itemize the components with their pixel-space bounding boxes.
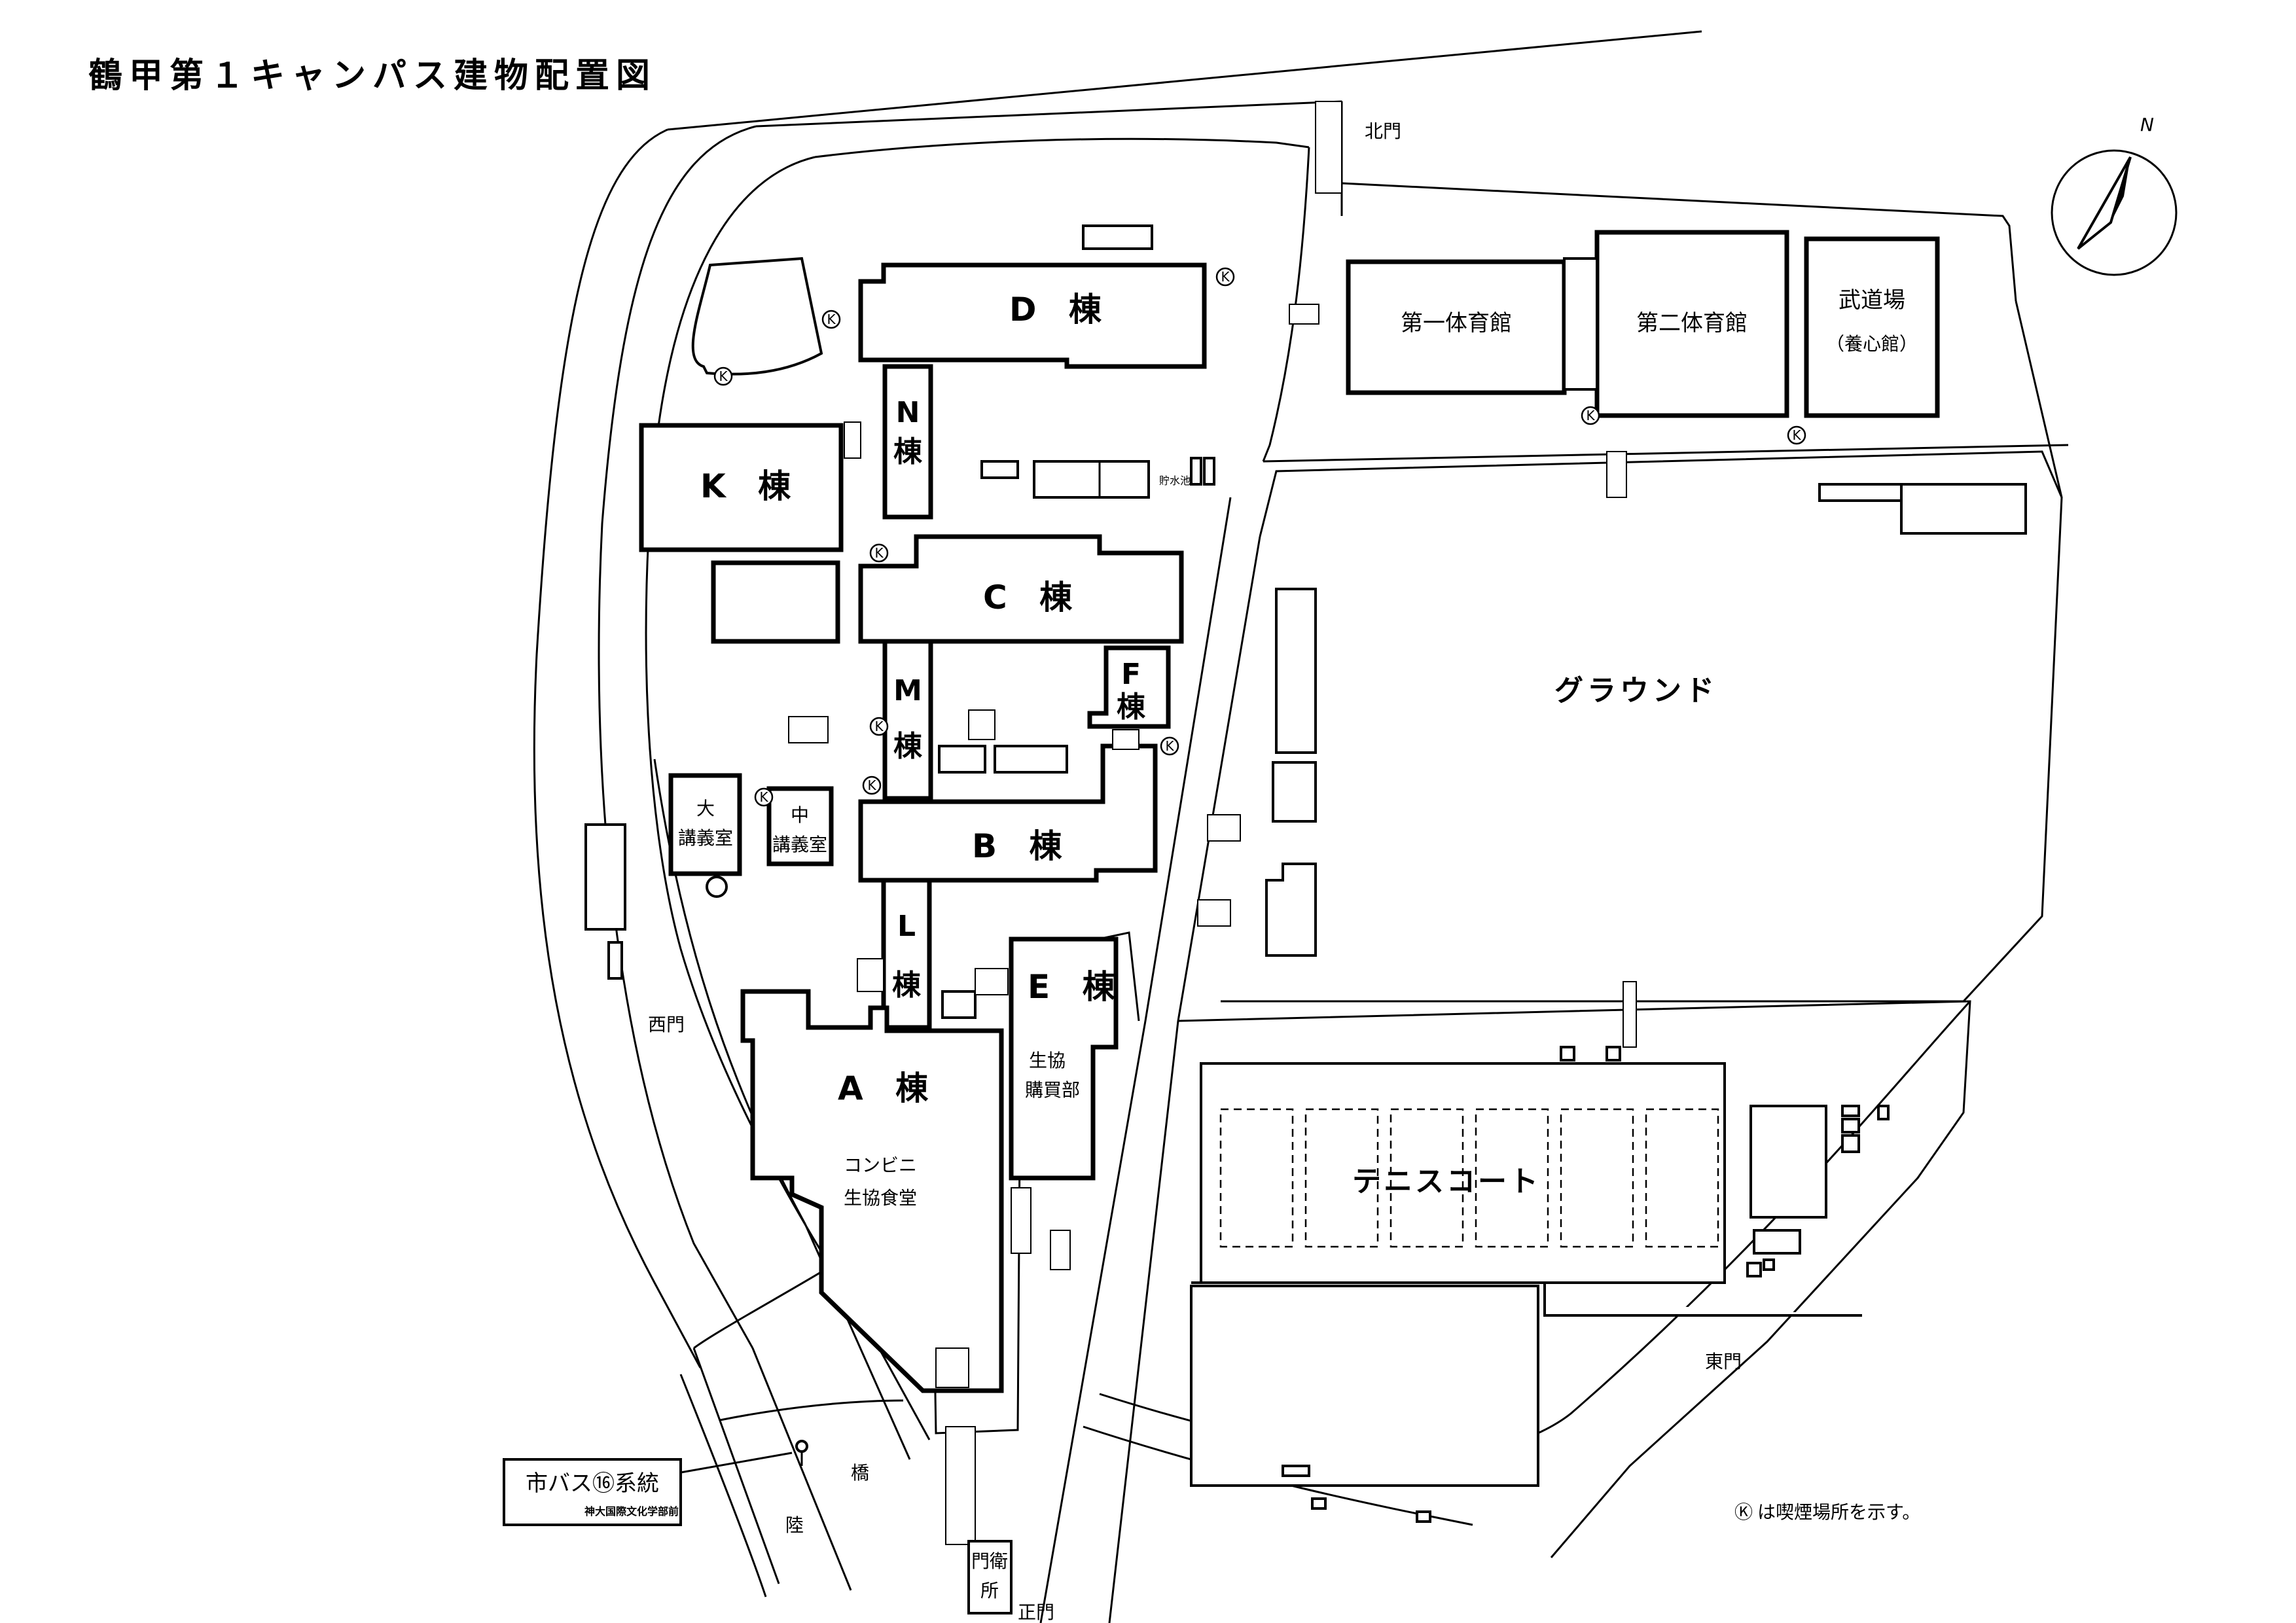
smoking-area-icon: K [869, 543, 889, 563]
smoking-area-letter: K [1586, 408, 1595, 423]
smoking-markers: K K K K K K K K K K [713, 267, 1806, 807]
smoking-area-letter: K [759, 789, 768, 805]
legend: Ⓚ は喫煙場所を示す。 [1734, 1501, 1920, 1523]
label-lecture-mid-1: 中 [791, 804, 809, 826]
bus-stop-name: 神大国際文化学部前 [584, 1505, 679, 1518]
label-lecture-large-1: 大 [696, 798, 715, 819]
legend-text: は喫煙場所を示す。 [1757, 1501, 1920, 1523]
label-coop-shop-2: 購買部 [1025, 1079, 1080, 1101]
label-a-inner-1: コンビニ [844, 1154, 917, 1176]
label-water-tank: 貯水池 [1159, 474, 1191, 487]
smoking-area-icon: K [1581, 406, 1600, 425]
bus-stop-marker-icon [795, 1440, 808, 1453]
smoking-area-icon: K [862, 776, 882, 795]
building-budo [1804, 236, 1940, 418]
label-budo-sub: （養心館） [1826, 333, 1918, 355]
label-lecture-large-2: 講義室 [678, 827, 733, 849]
smoking-area-icon: K [821, 310, 841, 329]
smoking-area-icon: K [754, 787, 774, 807]
building-labels: D 棟 K 棟 C 棟 B 棟 A 棟 E 棟 F 棟 N 棟 M 棟 L 棟 … [678, 287, 1918, 1601]
water-tank-building [1033, 460, 1150, 499]
label-building-d: D 棟 [1009, 291, 1112, 329]
building-gym1 [1346, 259, 1567, 395]
building-f [1087, 645, 1171, 729]
label-tennis: テニスコート [1352, 1165, 1541, 1198]
smoking-area-letter: K [867, 777, 876, 793]
smoking-area-icon: K [1160, 736, 1179, 756]
lecture-hall-large [668, 773, 742, 876]
bus-stop-box: 市バス⑯系統 神大国際文化学部前 [503, 1440, 808, 1526]
label-building-e: E 棟 [1028, 968, 1126, 1006]
smoking-area-icon: K [1787, 425, 1806, 445]
building-n [882, 364, 933, 520]
building-b [858, 743, 1158, 883]
building-m [882, 639, 933, 801]
smoking-area-letter: K [827, 312, 836, 327]
smoking-area-letter: K [874, 545, 884, 561]
stairs [788, 101, 1637, 1048]
smoking-area-letter: K [874, 719, 884, 734]
label-guard-1: 門衛 [971, 1550, 1008, 1572]
label-gym2: 第二体育館 [1636, 310, 1748, 336]
label-bridge-2: 陸 [785, 1514, 804, 1536]
sports-areas [1190, 1046, 1890, 1523]
label-gate-north: 北門 [1365, 120, 1401, 142]
compass: N [2051, 114, 2178, 276]
lecture-hall-mid [766, 786, 834, 866]
label-building-f-letter: F [1121, 658, 1141, 691]
label-budo: 武道場 [1839, 287, 1905, 313]
label-lecture-mid-2: 講義室 [772, 834, 827, 855]
label-ground: グラウンド [1554, 674, 1718, 707]
label-building-b: B 棟 [972, 827, 1073, 865]
legend-symbol: Ⓚ [1734, 1501, 1753, 1523]
label-building-f-kanji: 棟 [1117, 690, 1146, 724]
building-k [639, 423, 844, 552]
bus-stop-line: 市バス⑯系統 [526, 1471, 659, 1497]
smoking-area-letter: K [1221, 269, 1230, 285]
label-gate-west: 西門 [648, 1014, 685, 1035]
label-building-a: A 棟 [838, 1069, 939, 1107]
label-building-m-letter: M [893, 674, 922, 707]
label-bridge-1: 橋 [851, 1462, 869, 1484]
building-d [858, 262, 1207, 369]
smoking-area-icon: K [1215, 267, 1235, 287]
label-guard-2: 所 [980, 1580, 999, 1601]
label-building-l-letter: L [897, 910, 916, 943]
label-building-n-kanji: 棟 [893, 435, 923, 469]
building-a [740, 989, 1004, 1393]
north-buildings [980, 224, 2027, 535]
main-buildings [584, 257, 1317, 1614]
sports-field-south [1190, 1285, 1539, 1487]
compass-label: N [2140, 114, 2154, 135]
building-c [858, 534, 1184, 644]
label-building-l-kanji: 棟 [892, 969, 922, 1002]
label-building-c: C 棟 [983, 579, 1083, 616]
label-building-m-kanji: 棟 [893, 730, 923, 763]
label-building-n-letter: N [896, 396, 920, 429]
gate-labels: 北門 西門 東門 正門 [648, 120, 1742, 1623]
label-gym1: 第一体育館 [1401, 310, 1512, 336]
smoking-area-icon: K [869, 717, 889, 736]
smoking-area-icon: K [713, 366, 733, 386]
label-coop-shop-1: 生協 [1029, 1050, 1066, 1071]
smoking-area-letter: K [1165, 738, 1174, 754]
smoking-area-letter: K [1792, 427, 1801, 443]
label-building-k: K 棟 [700, 467, 801, 505]
compass-icon [2051, 149, 2178, 276]
label-gate-main: 正門 [1018, 1601, 1054, 1623]
building-l [881, 878, 932, 1030]
smoking-area-letter: K [719, 368, 728, 384]
area-labels: グラウンド テニスコート [1352, 674, 1718, 1198]
label-gate-east: 東門 [1705, 1351, 1742, 1372]
label-a-inner-2: 生協食堂 [844, 1187, 917, 1209]
map-title: 鶴甲第１キャンパス建物配置図 [88, 56, 656, 96]
building-e [1009, 936, 1119, 1181]
